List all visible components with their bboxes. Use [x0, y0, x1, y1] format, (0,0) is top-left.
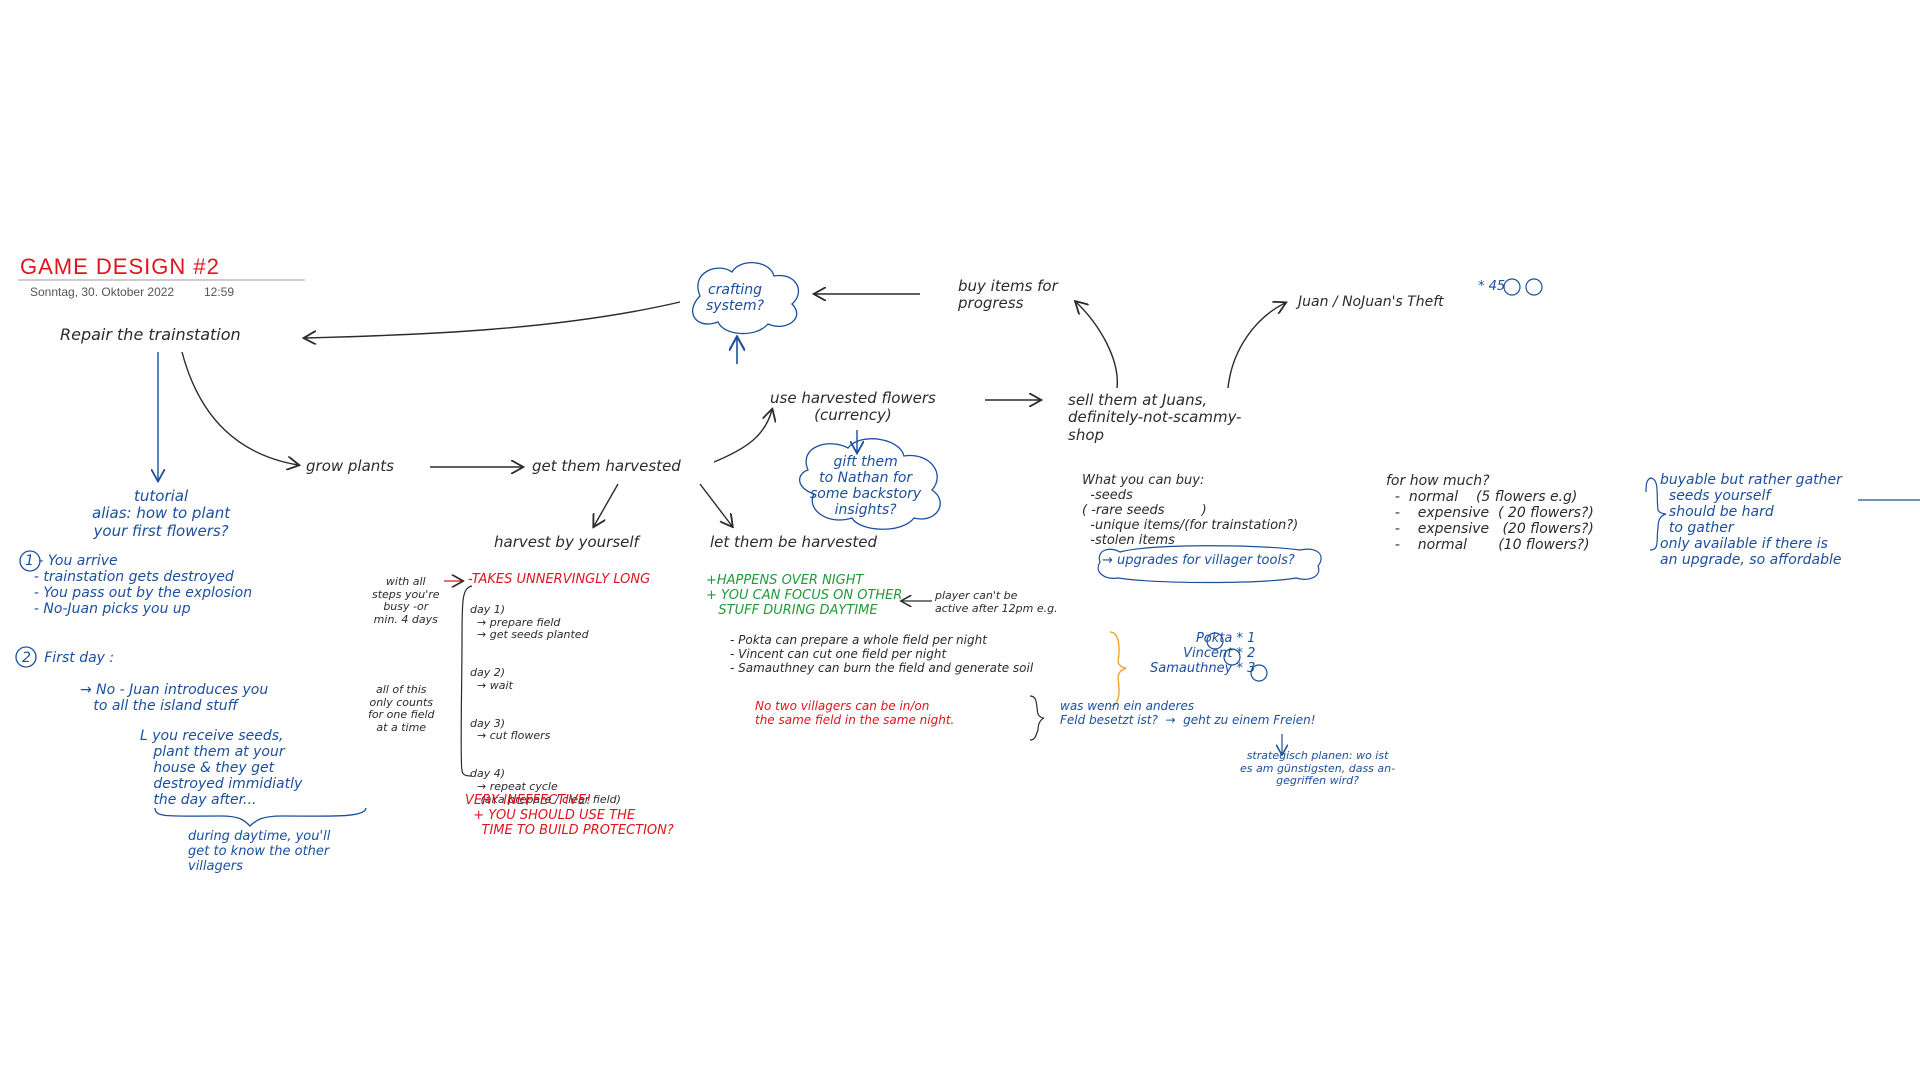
what-you-can-buy: What you can buy: -seeds ( -rare seeds )… — [1082, 473, 1299, 548]
pricing-brace — [1649, 477, 1667, 551]
happens-over-night: +HAPPENS OVER NIGHT + YOU CAN FOCUS ON O… — [706, 573, 903, 618]
node-sell-shop: sell them at Juans, definitely-not-scamm… — [1068, 391, 1242, 444]
arrow-crafting-to-repair — [305, 301, 681, 338]
node-get-them-harvested: get them harvested — [532, 457, 681, 475]
node-harvest-by-yourself: harvest by yourself — [494, 533, 639, 551]
arrow-to-let-harvested — [699, 483, 732, 526]
intro-brace — [154, 807, 367, 827]
villager-names: Pokta * 1 Vincent * 2 Samauthney * 3 — [1150, 631, 1256, 676]
was-wenn-besetzt: was wenn ein anderes Feld besetzt ist? →… — [1060, 699, 1316, 727]
page-title: GAME DESIGN #2 — [20, 254, 220, 279]
node-grow-plants: grow plants — [306, 457, 394, 475]
node-tutorial: tutorial alias: how to plant your first … — [92, 487, 231, 540]
all-of-this-counts: all of this only counts for one field at… — [368, 683, 435, 734]
intro-arrive: 1 - You arrive - trainstation gets destr… — [25, 553, 253, 618]
upgrades-villager-tools: → upgrades for villager tools? — [1102, 553, 1295, 568]
intro-first-day: 2 First day : — [22, 650, 115, 666]
node-theft: Juan / NoJuan's Theft — [1298, 294, 1444, 310]
gift-cloud — [799, 438, 941, 530]
intro-introduces: → No - Juan introduces you to all the is… — [80, 682, 269, 715]
node-buy-items: buy items for progress — [958, 277, 1058, 313]
strategisch-planen: strategisch planen: wo ist es am günstig… — [1240, 749, 1396, 788]
buyable-note: buyable but rather gather seeds yourself… — [1660, 472, 1842, 569]
villager-tasks: - Pokta can prepare a whole field per ni… — [730, 633, 1034, 675]
player-inactive-note: player can't be active after 12pm e.g. — [935, 589, 1058, 615]
very-ineffective: VERY INEFFECTIVE! + YOU SHOULD USE THE T… — [465, 793, 674, 838]
arrow-harvested-to-use — [713, 410, 772, 463]
orange-brace — [1109, 631, 1127, 707]
arrow-to-harvest-self — [594, 483, 619, 526]
upgrades-cloud — [1097, 545, 1322, 584]
day-steps: day 1) → prepare field → get seeds plant… — [470, 603, 621, 806]
arrow-sell-to-theft — [1227, 303, 1285, 389]
intro-receive-seeds: L you receive seeds, plant them at your … — [140, 728, 303, 809]
arrow-sell-to-buy — [1076, 302, 1118, 389]
for-how-much: for how much? - normal (5 flowers e.g) -… — [1386, 473, 1594, 554]
takes-unnervingly-long: -TAKES UNNERVINGLY LONG — [468, 572, 651, 587]
with-all-steps: with all steps you're busy -or min. 4 da… — [372, 575, 440, 626]
page-time: 12:59 — [204, 285, 235, 299]
node-let-them-be-harvested: let them be harvested — [710, 533, 877, 551]
page-date: Sonntag, 30. Oktober 2022 — [30, 285, 175, 299]
node-repair-trainstation: Repair the trainstation — [60, 325, 241, 344]
theft-markers: * 45 — [1478, 279, 1506, 294]
intro-daytime: during daytime, you'll get to know the o… — [188, 829, 331, 874]
crafting-cloud — [692, 262, 799, 335]
arrow-repair-to-grow — [181, 351, 298, 465]
days-brace — [460, 585, 473, 777]
node-crafting-system: crafting system? — [706, 282, 765, 315]
no-two-villagers: No two villagers can be in/on the same f… — [755, 699, 955, 727]
node-gift-nathan: gift them to Nathan for some backstory i… — [810, 454, 922, 519]
no-two-brace — [1029, 695, 1045, 741]
node-use-harvested-flowers: use harvested flowers (currency) — [770, 389, 936, 425]
